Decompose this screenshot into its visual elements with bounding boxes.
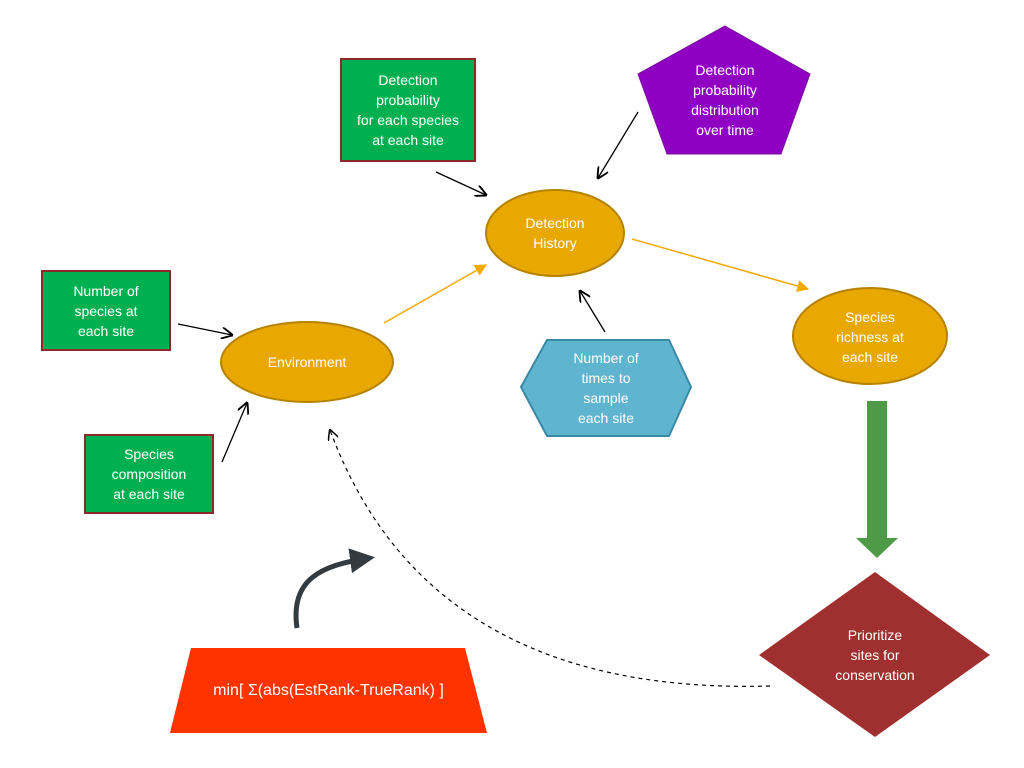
arrow-history-to-richness [631,238,810,292]
box-species-composition [84,434,214,514]
label-environment: Environment [267,354,347,370]
ellipse-detection-history [485,189,625,277]
label-species-richness: Species richness at each site [836,309,904,365]
arrow-environment-to-history [383,264,488,324]
box-number-of-species [41,270,171,351]
diamond-prioritize-sites [759,572,990,737]
label-species-composition: Species composition at each site [111,446,187,502]
arrow-numspecies-to-environment [177,323,232,335]
objective-formula: min[ Σ(abs(EstRank-TrueRank) ] [213,681,444,699]
arrow-times-to-history [580,291,606,333]
label-prioritize-sites: Prioritize sites for conservation [835,627,915,683]
arrow-curved-to-environment [293,548,375,629]
label-number-of-species: Number of species at each site [73,282,139,339]
pentagon-detection-distribution [637,25,811,155]
arrow-detprob-to-history [435,171,486,195]
arrow-distribution-to-history [598,111,639,178]
ellipse-environment [220,321,394,403]
label-number-of-times: Number of times to sample each site [573,350,639,426]
hexagon-number-of-times [519,339,693,437]
arrow-composition-to-environment [221,403,247,463]
label-detection-distribution: Detection probability distribution over … [691,62,759,138]
trapezoid-objective [170,648,487,733]
label-detection-history: Detection History [525,215,585,251]
box-detection-probability-species [340,58,476,162]
ellipse-species-richness [792,287,948,385]
label-detection-probability-species: Detection probability for each species a… [357,72,459,148]
green-down-arrow [856,401,898,558]
arrow-dashed-feedback [330,430,771,687]
